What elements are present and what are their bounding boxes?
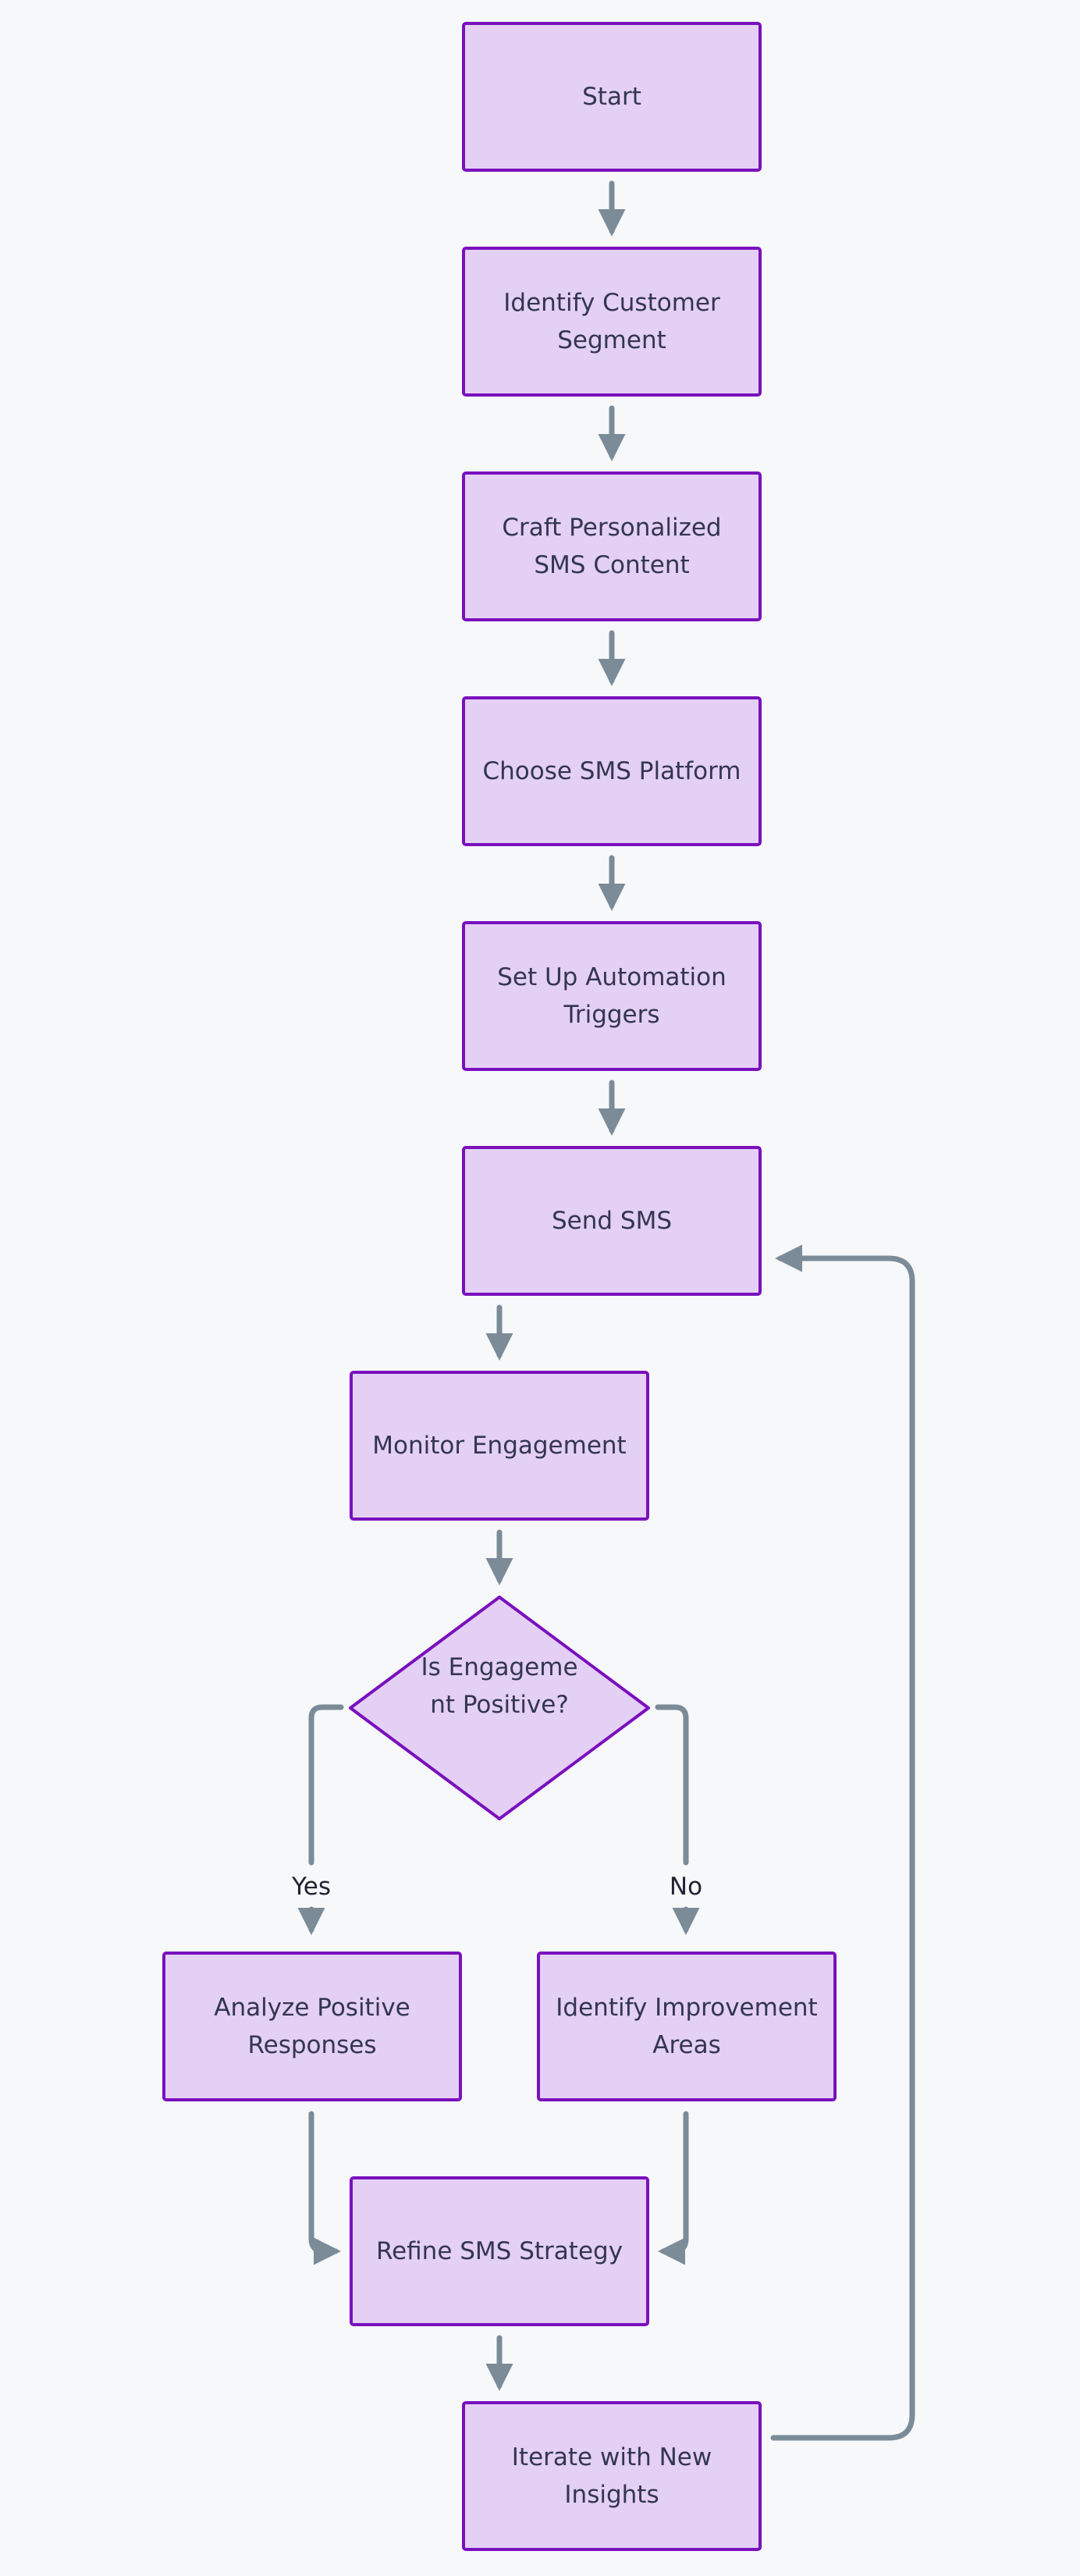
decision-label: Is Engagement Positive?	[421, 1653, 578, 1719]
set-up-automation-triggers-node: Set Up Automation Triggers	[462, 921, 762, 1071]
monitor-engagement-node: Monitor Engagement	[350, 1371, 649, 1521]
edge-label-no: No	[669, 1873, 703, 1901]
choose-sms-platform-node: Choose SMS Platform	[462, 696, 762, 846]
analyze-positive-responses-node: Analyze Positive Responses	[162, 1952, 462, 2101]
send-sms-node: Send SMS	[462, 1146, 762, 1296]
decision-diamond	[349, 1596, 650, 1820]
edge-iterate-loop-to-send	[770, 1244, 915, 2441]
edge-improve-to-refine	[658, 2111, 689, 2265]
iterate-with-new-insights-node: Iterate with New Insights	[462, 2401, 762, 2551]
edge-label-yes: Yes	[291, 1873, 332, 1901]
identify-customer-segment-node: Identify Customer Segment	[462, 247, 762, 397]
edge-analyze-to-refine	[308, 2111, 341, 2265]
craft-personalized-sms-content-node: Craft Personalized SMS Content	[462, 471, 762, 621]
edge-decision-no	[655, 1704, 689, 1866]
edge-decision-yes	[308, 1704, 344, 1866]
identify-improvement-areas-node: Identify Improvement Areas	[537, 1952, 837, 2101]
refine-sms-strategy-node: Refine SMS Strategy	[350, 2176, 649, 2326]
start-node: Start	[462, 22, 762, 172]
